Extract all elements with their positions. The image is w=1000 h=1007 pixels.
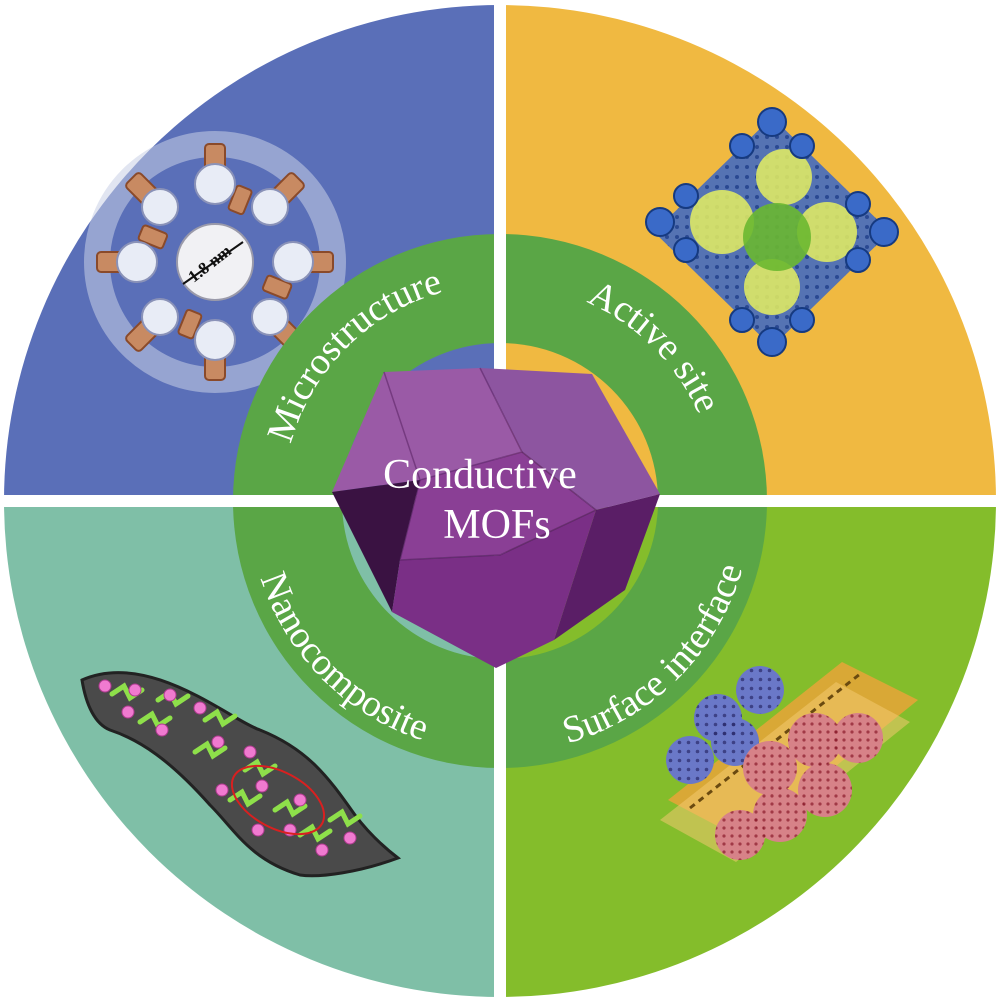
- mof-pore-illustration: 1.8 nm: [84, 131, 346, 393]
- active-site-illustration: [645, 107, 899, 357]
- center-title-line2: MOFs: [443, 502, 550, 548]
- nanocomposite-illustration: [80, 671, 402, 878]
- mof-polyhedron: [332, 367, 660, 668]
- center-title-line1: Conductive: [383, 452, 577, 498]
- surface-interface-illustration: [660, 662, 918, 862]
